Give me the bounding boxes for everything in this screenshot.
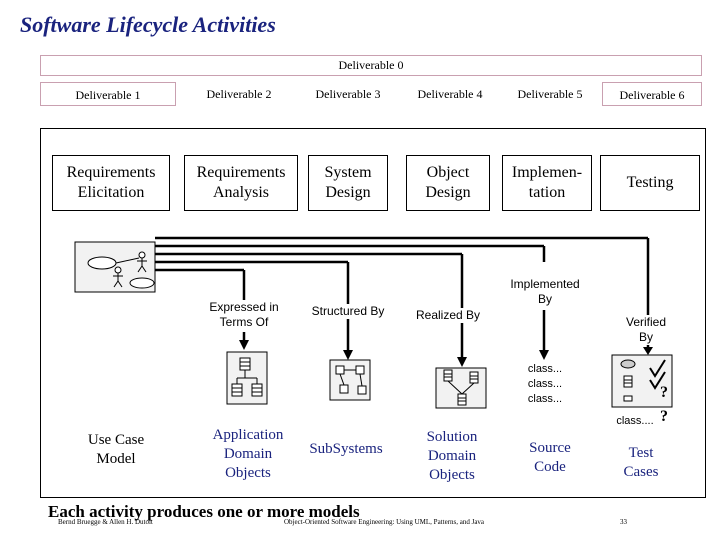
model-solution-domain-objects: Solution Domain Objects [426,429,478,483]
model-subsystems: SubSystems [309,441,383,457]
footer-caption: Each activity produces one or more model… [48,502,360,521]
activity-requirements-analysis: Requirements Analysis [184,155,298,211]
subsystem-diagram-icon [329,359,371,401]
deliverable-6: Deliverable 6 [602,82,702,106]
relation-expressed-in-terms-of: Expressed in Terms Of [196,300,292,330]
activity-requirements-elicitation: Requirements Elicitation [52,155,170,211]
activity-object-design: Object Design [406,155,490,211]
activity-system-design: System Design [308,155,388,211]
model-test-cases: Test Cases [623,445,659,480]
page-title: Software Lifecycle Activities [20,12,276,37]
deliverable-5: Deliverable 5 [517,87,583,101]
activity-testing: Testing [600,155,700,211]
application-domain-class-icon [226,351,268,405]
implemented-arrowhead [539,350,549,360]
use-case-diagram-icon [74,241,156,293]
activity-implementation: Implemen- tation [502,155,592,211]
question-mark-2: ? [660,408,668,425]
footer-book-title: Object-Oriented Software Engineering: Us… [284,518,485,526]
source-code-lines: class... class... class... [510,362,580,407]
deliverable-1: Deliverable 1 [40,82,176,106]
footer-authors: Bernd Bruegge & Allen H. Dutoit [58,518,153,526]
model-source-code: Source Code [529,440,571,475]
relation-implemented-by: Implemented By [500,277,590,307]
test-class-label: class.... [616,415,654,427]
relation-verified-by: Verified By [608,315,684,345]
relation-realized-by: Realized By [408,308,488,323]
footer-page-number: 33 [620,518,627,526]
realized-arrowhead [457,357,467,367]
deliverable-0: Deliverable 0 [40,55,702,76]
solution-domain-class-icon [435,367,487,409]
deliverable-3: Deliverable 3 [315,87,381,101]
expressed-arrowhead [239,340,249,350]
model-use-case: Use Case Model [87,432,145,467]
verified-arrowhead [643,347,653,355]
structured-arrowhead [343,350,353,360]
test-cases-icon [611,354,673,408]
deliverable-4: Deliverable 4 [417,87,483,101]
question-mark-1: ? [660,384,668,401]
relation-structured-by: Structured By [300,304,396,319]
model-application-domain-objects: Application Domain Objects [212,427,284,481]
activity-frame [40,128,706,498]
deliverable-2: Deliverable 2 [206,87,272,101]
